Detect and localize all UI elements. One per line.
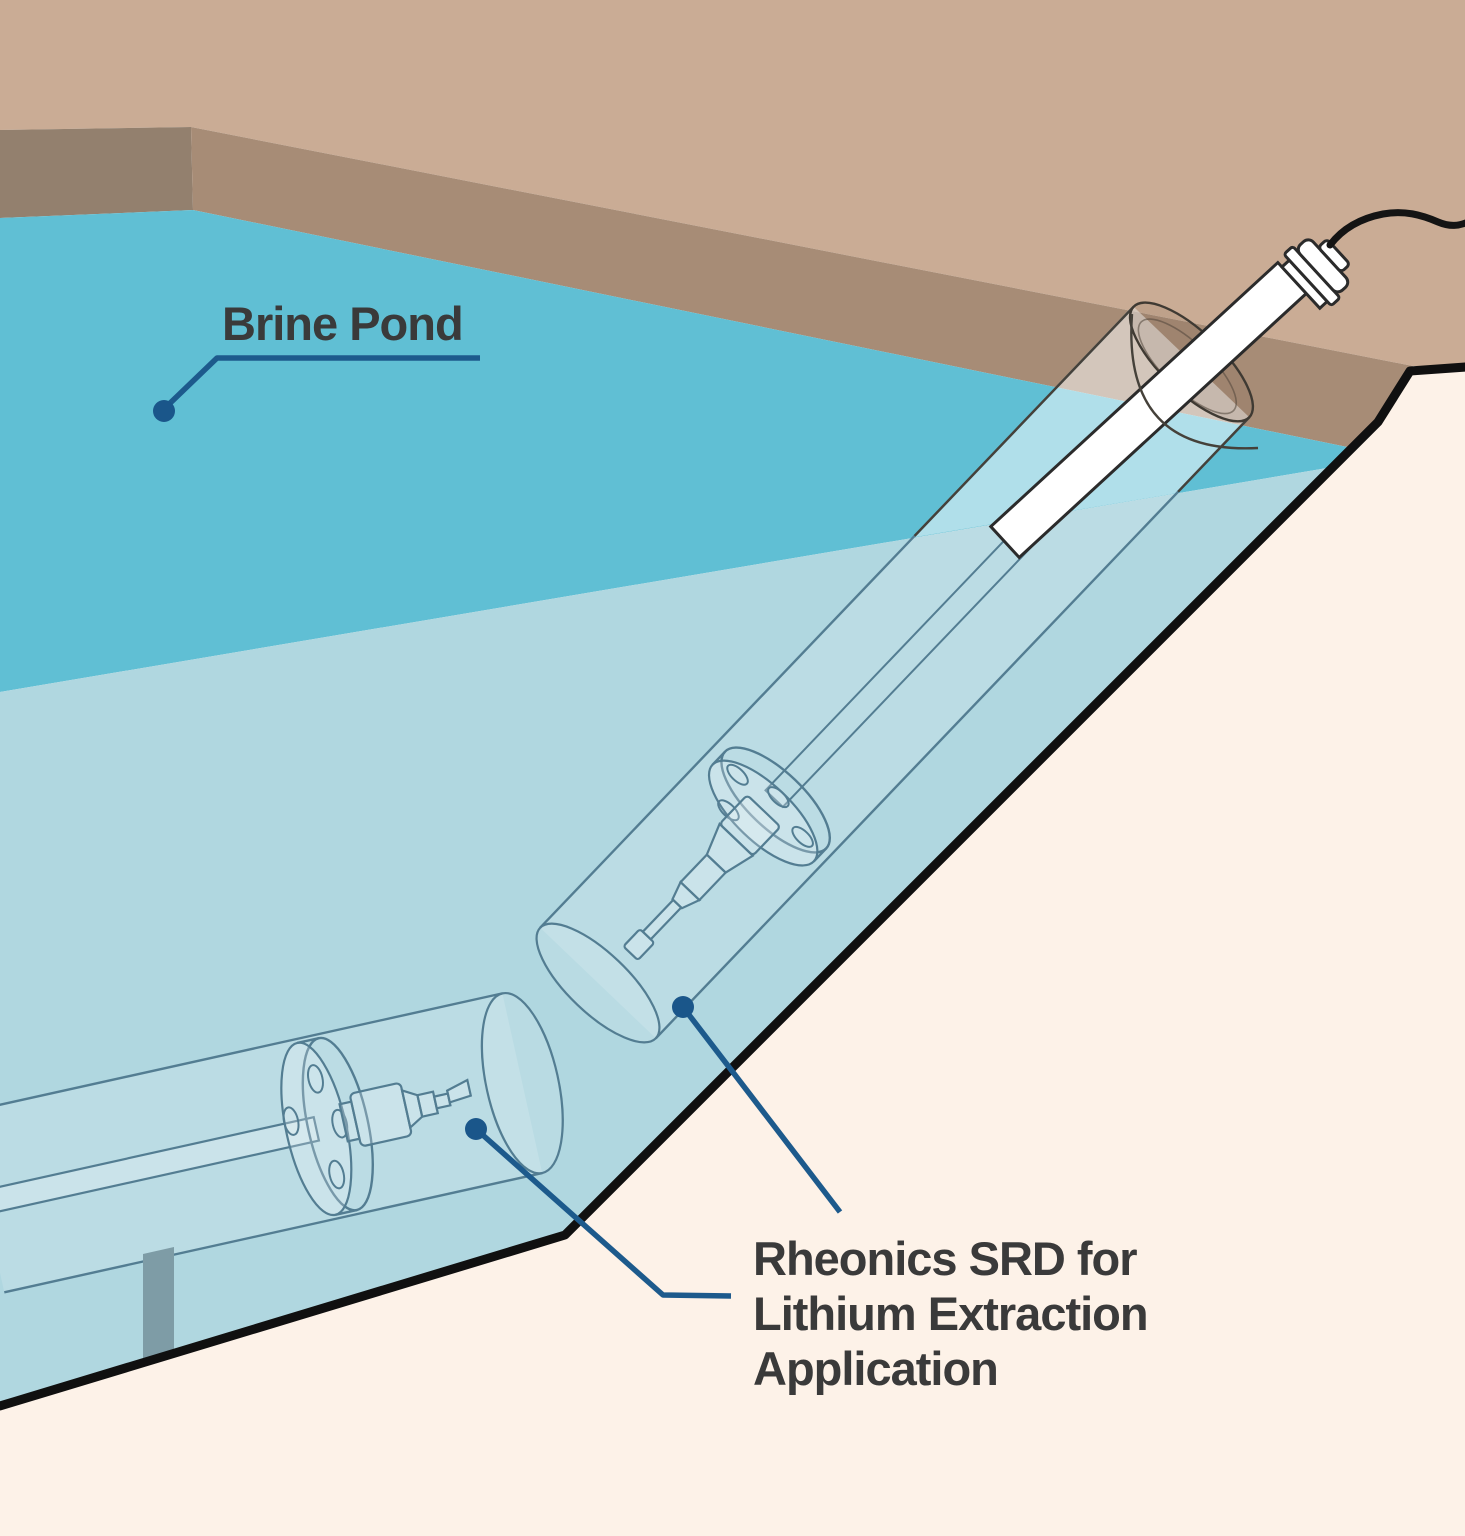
probe-cable-boot xyxy=(1318,239,1350,273)
bolt-hole xyxy=(791,825,814,848)
standpipe-lower-edge-air xyxy=(1177,416,1251,493)
water-region xyxy=(0,210,1352,692)
housing-top-edge xyxy=(0,992,503,1114)
srd-leader-line-lower xyxy=(474,1126,732,1299)
underwater-slope-region xyxy=(0,467,1333,1406)
bolt-hole xyxy=(282,1106,300,1136)
bolt-hole xyxy=(767,786,790,809)
standpipe-bottom-mouth xyxy=(535,922,661,1044)
standpipe-lower-edge xyxy=(654,416,1251,1040)
signal-cable xyxy=(1326,209,1465,249)
standpipe-upper-edge-air xyxy=(913,305,1135,537)
housing-bottom-edge xyxy=(4,1171,543,1294)
standpipe-assembly xyxy=(535,301,1255,1044)
support-post xyxy=(143,1247,174,1363)
bolt-hole xyxy=(328,1159,346,1190)
brine-pond-leader-dot xyxy=(153,400,175,422)
srd-label-line-1: Rheonics SRD for xyxy=(753,1232,1137,1285)
bolt-hole xyxy=(331,1108,349,1139)
brine-pond-leader-line xyxy=(163,355,480,410)
cutaway-region xyxy=(0,367,1465,1536)
sensor-tip xyxy=(445,1078,473,1104)
bolt-hole xyxy=(726,763,749,786)
housing-endcap xyxy=(480,991,564,1175)
housing-cylinder-fill xyxy=(0,993,543,1293)
bolt-hole xyxy=(717,799,740,822)
bolt-hole xyxy=(307,1064,324,1094)
standpipe-submerged-fill xyxy=(540,493,1177,1039)
sensor-tip xyxy=(623,929,655,961)
ground-region xyxy=(0,0,1465,367)
srd-leader-dot-middle xyxy=(672,996,694,1018)
srd-leader-line-middle xyxy=(680,1005,843,1214)
cutaway-boundary-line xyxy=(0,362,1465,1411)
srd-label-line-3: Application xyxy=(753,1342,998,1395)
mounting-rod xyxy=(0,1115,321,1216)
srd-label-line-2: Lithium Extraction xyxy=(753,1287,1148,1340)
srd-leader-dot-lower xyxy=(465,1118,487,1140)
bank-shadow-region xyxy=(0,127,193,218)
probe-head xyxy=(988,238,1350,560)
bank-hole-rim-arc xyxy=(1130,313,1259,450)
srd-assembly-lower xyxy=(0,991,564,1294)
brine-pond-label: Brine Pond xyxy=(222,297,463,350)
